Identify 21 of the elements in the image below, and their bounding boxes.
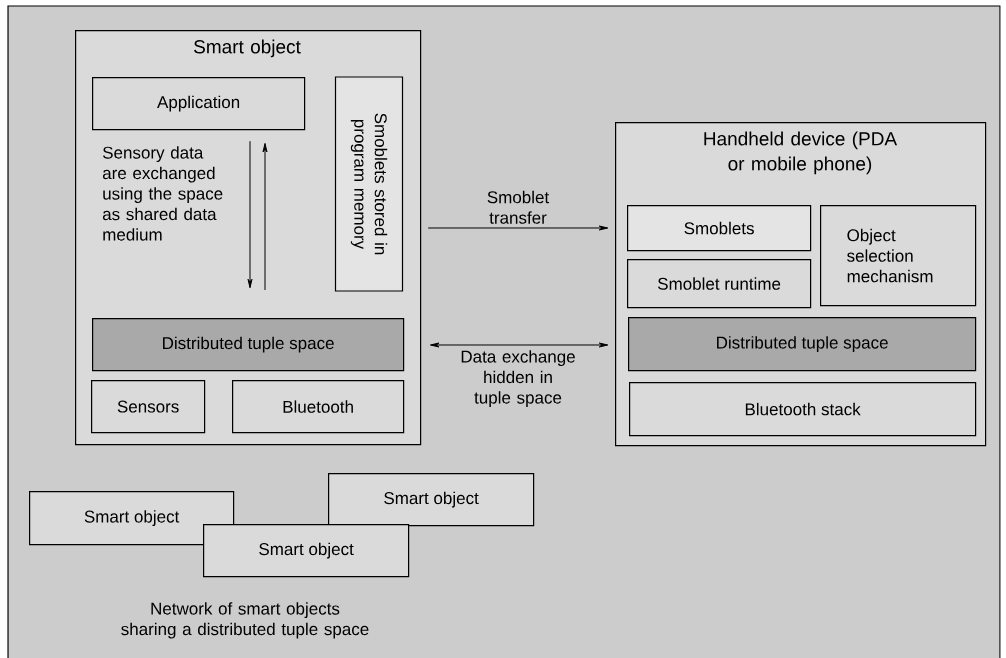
smart-object-box: Smart object (328, 473, 535, 527)
tuple-space-box: Distributed tuple space (92, 318, 405, 372)
tuple-space-box: Distributed tuple space (628, 317, 977, 372)
arrow (429, 342, 609, 348)
smart-object-box: Smart object (203, 524, 410, 578)
note-text: Sensory data are exchanged using the space as shared data medium (102, 146, 223, 241)
component-box: Smoblets (627, 205, 812, 252)
component-box: Application (92, 77, 306, 131)
component-box: Smoblet runtime (627, 259, 812, 309)
edge-label: Smoblet transfer (487, 190, 550, 224)
smart-object-box: Smart object (29, 491, 235, 546)
component-box: Object selection mechanism (820, 205, 977, 307)
component-box: Bluetooth (232, 380, 405, 434)
arrow (247, 140, 253, 289)
component-box: Bluetooth stack (629, 382, 977, 437)
component-box: Smoblets stored in program memory (334, 76, 404, 292)
arrow (427, 225, 609, 231)
caption-text: Network of smart objects sharing a distributed tuple space (121, 602, 369, 639)
edge-label: Data exchange hidden in tuple space (461, 350, 575, 408)
arrow (262, 142, 268, 291)
component-box: Sensors (91, 380, 206, 434)
